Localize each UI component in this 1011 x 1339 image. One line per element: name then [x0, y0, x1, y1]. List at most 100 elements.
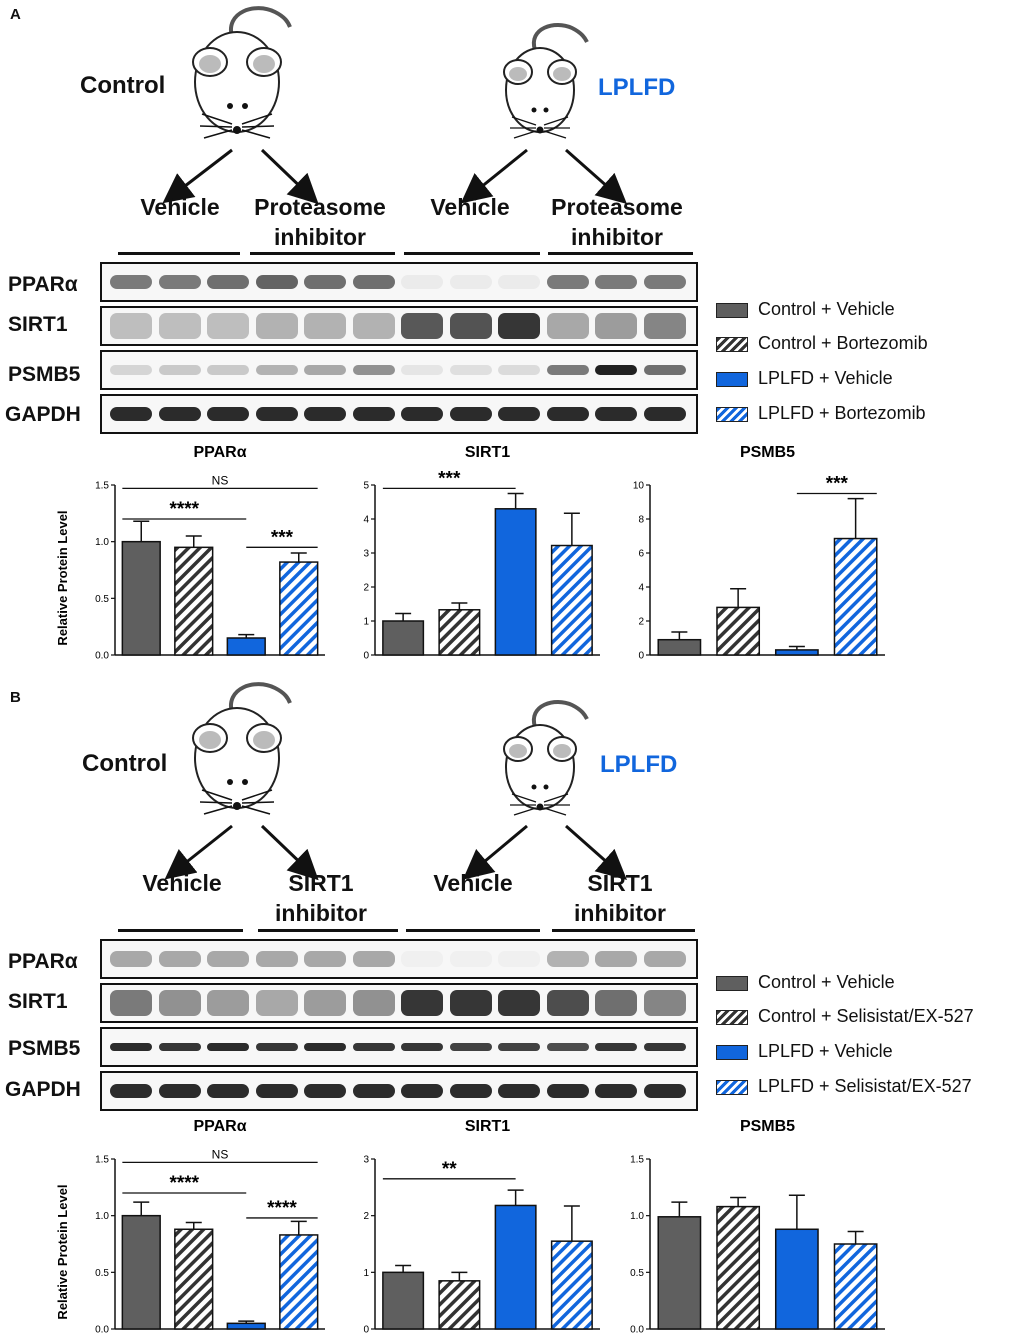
arrow-a-2 [260, 148, 319, 205]
blot-band [401, 951, 443, 967]
blot-band [595, 313, 637, 339]
blot-band [352, 275, 395, 289]
bar [657, 638, 702, 656]
bar [716, 1205, 761, 1330]
bar [279, 1234, 319, 1330]
blot-label-sirt1-a: SIRT1 [8, 313, 68, 336]
blot-band [595, 1084, 637, 1098]
arrow-a-4 [565, 148, 627, 204]
blot-band [158, 951, 201, 967]
blot-band [158, 1043, 201, 1051]
blot-band [401, 365, 443, 375]
blot-psmb5-a [100, 350, 698, 390]
y-tick-label: 0.0 [95, 651, 109, 662]
legend-swatch-lplfd-vehicle-b [716, 1045, 748, 1060]
legend-a-label-2: Control + Bortezomib [758, 333, 928, 353]
blot-band [110, 407, 152, 421]
blot-band [401, 1084, 443, 1098]
blot-band [110, 990, 152, 1016]
blot-band [643, 990, 686, 1016]
blot-band [449, 407, 492, 421]
blot-band [595, 275, 637, 289]
bar [550, 1240, 593, 1330]
blot-band [498, 1084, 540, 1098]
legend-a-label-3: LPLFD + Vehicle [758, 368, 893, 388]
blot-band [643, 313, 686, 339]
blot-label-ppara-a: PPARα [8, 273, 78, 296]
legend-b-label-2: Control + Selisistat/EX-527 [758, 1006, 974, 1026]
bracket-a-3 [404, 252, 540, 255]
blot-band [255, 1043, 298, 1051]
y-tick-label: 2 [363, 1211, 369, 1222]
blot-band [401, 407, 443, 421]
blot-band [546, 407, 589, 421]
legend-a-item-4: LPLFD + Bortezomib [716, 403, 1006, 425]
blot-band [304, 1043, 346, 1051]
blot-band [401, 313, 443, 339]
blot-band [158, 365, 201, 375]
blot-band [158, 407, 201, 421]
legend-swatch-lplfd-selisistat [716, 1080, 748, 1095]
blot-band [207, 365, 249, 375]
y-tick-label: 1.0 [630, 1211, 644, 1222]
blot-band [498, 1043, 540, 1051]
mouse-control-b-icon [192, 682, 292, 815]
blot-label-psmb5-a: PSMB5 [8, 363, 81, 386]
y-tick-label: 0.5 [95, 594, 109, 605]
bracket-b-1 [118, 929, 243, 932]
y-tick-label: 5 [363, 481, 369, 492]
blot-band [255, 951, 298, 967]
legend-b-item-4: LPLFD + Selisistat/EX-527 [716, 1076, 1010, 1098]
blot-band [110, 951, 152, 967]
bar [716, 606, 761, 656]
arrow-b-2 [260, 824, 319, 881]
panel-letter-b: B [10, 689, 21, 706]
blot-band [546, 990, 589, 1016]
y-tick-label: 3 [363, 549, 369, 560]
legend-swatch-lplfd-vehicle [716, 372, 748, 387]
y-tick-label: 2 [363, 583, 369, 594]
bar [121, 540, 161, 656]
mouse-control-a-icon [192, 6, 292, 139]
significance-label: *** [438, 468, 461, 489]
blot-band [255, 365, 298, 375]
y-tick-label: 0 [363, 1325, 369, 1336]
blot-band [595, 365, 637, 375]
y-axis-label: Relative Protein Level [55, 1184, 70, 1319]
chart-title: PSMB5 [740, 1118, 795, 1135]
blot-gapdh-b [100, 1071, 698, 1111]
legend-swatch-control-selisistat [716, 1010, 748, 1025]
blot-band [304, 407, 346, 421]
blot-band [110, 1043, 152, 1051]
y-tick-label: 6 [638, 549, 644, 560]
blot-band [643, 365, 686, 375]
legend-b-label-4: LPLFD + Selisistat/EX-527 [758, 1076, 972, 1096]
treatment-a-4: Proteasome inhibitor [551, 194, 683, 250]
blot-band [110, 275, 152, 289]
y-tick-label: 0 [638, 651, 644, 662]
blot-label-gapdh-a: GAPDH [5, 403, 81, 426]
arrow-b-1 [164, 824, 233, 880]
y-tick-label: 0.0 [630, 1325, 644, 1336]
blot-band [255, 313, 298, 339]
blot-band [498, 990, 540, 1016]
bar [174, 546, 214, 656]
blot-band [255, 990, 298, 1016]
chart-title: PPARα [193, 1118, 246, 1135]
significance-label: *** [826, 474, 849, 495]
blot-band [498, 275, 540, 289]
bar [438, 1280, 481, 1330]
blot-band [352, 313, 395, 339]
blot-band [352, 407, 395, 421]
blot-band [207, 951, 249, 967]
treatment-a-1: Vehicle [140, 194, 220, 220]
blot-band [643, 951, 686, 967]
blot-band [546, 313, 589, 339]
blot-band [643, 1084, 686, 1098]
treatment-b-2: SIRT1 inhibitor [275, 870, 367, 926]
blot-band [498, 407, 540, 421]
